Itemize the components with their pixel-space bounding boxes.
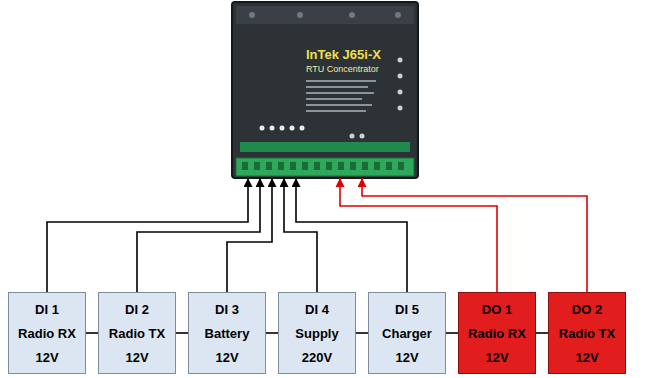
output-box: DO 1 Radio RX 12V [458, 292, 536, 374]
rtu-device: InTek J65i-XRTU Concentrator [232, 2, 418, 178]
led-symbol [270, 126, 275, 131]
node-title: DI 1 [35, 302, 59, 317]
node-text: Radio TX [559, 326, 615, 341]
led-symbol [398, 58, 403, 63]
led-symbol [360, 134, 365, 139]
spec-line [306, 110, 366, 112]
led-symbol [350, 134, 355, 139]
spec-line [306, 80, 376, 82]
signal-wire [362, 178, 587, 292]
node-text: 12V [575, 350, 598, 365]
node-text: Radio RX [468, 326, 526, 341]
port-symbol [395, 12, 401, 18]
node-title: DO 1 [482, 302, 512, 317]
link-line [536, 332, 548, 334]
link-line [356, 332, 368, 334]
node-text: 12V [485, 350, 508, 365]
signal-wire [47, 178, 248, 292]
terminal-screws [242, 162, 404, 170]
node-title: DI 5 [395, 302, 419, 317]
node-text: 12V [125, 350, 148, 365]
node-text: Battery [205, 326, 250, 341]
node-text: Supply [295, 326, 338, 341]
node-title: DI 3 [215, 302, 239, 317]
spec-line [306, 92, 374, 94]
signal-wire [227, 178, 272, 292]
node-text: Radio TX [109, 326, 165, 341]
port-symbol [297, 12, 303, 18]
spec-line [306, 98, 362, 100]
label-strip [240, 142, 410, 152]
signal-wire [137, 178, 260, 292]
led-symbol [290, 126, 295, 131]
node-text: Radio RX [18, 326, 76, 341]
led-symbol [280, 126, 285, 131]
node-title: DI 2 [125, 302, 149, 317]
output-box: DO 2 Radio TX 12V [548, 292, 626, 374]
input-box: DI 1 Radio RX 12V [8, 292, 86, 374]
terminal-strip [236, 158, 414, 176]
node-text: 12V [215, 350, 238, 365]
input-box: DI 5 Charger 12V [368, 292, 446, 374]
led-symbol [398, 106, 403, 111]
node-title: DO 2 [572, 302, 602, 317]
link-line [86, 332, 98, 334]
device-housing [232, 2, 418, 178]
link-line [176, 332, 188, 334]
led-symbol [260, 126, 265, 131]
node-text: Charger [382, 326, 432, 341]
node-title: InTek J65i-X [306, 48, 412, 62]
device-top-panel [236, 6, 414, 24]
input-box: DI 4 Supply 220V [278, 292, 356, 374]
input-box: DI 2 Radio TX 12V [98, 292, 176, 374]
node-text: 12V [395, 350, 418, 365]
port-symbol [349, 12, 355, 18]
node-title: DI 4 [305, 302, 329, 317]
led-symbol [300, 126, 305, 131]
node-text: 220V [302, 350, 332, 365]
led-symbol [398, 74, 403, 79]
spec-line [306, 104, 372, 106]
node-text: RTU Concentrator [306, 62, 412, 76]
signal-wire [284, 178, 317, 292]
signal-wire [296, 178, 407, 292]
link-line [446, 332, 458, 334]
node-text: 12V [35, 350, 58, 365]
spec-line [306, 86, 368, 88]
led-symbol [398, 90, 403, 95]
signal-wire [340, 178, 497, 292]
input-box: DI 3 Battery 12V [188, 292, 266, 374]
port-symbol [249, 12, 255, 18]
link-line [266, 332, 278, 334]
